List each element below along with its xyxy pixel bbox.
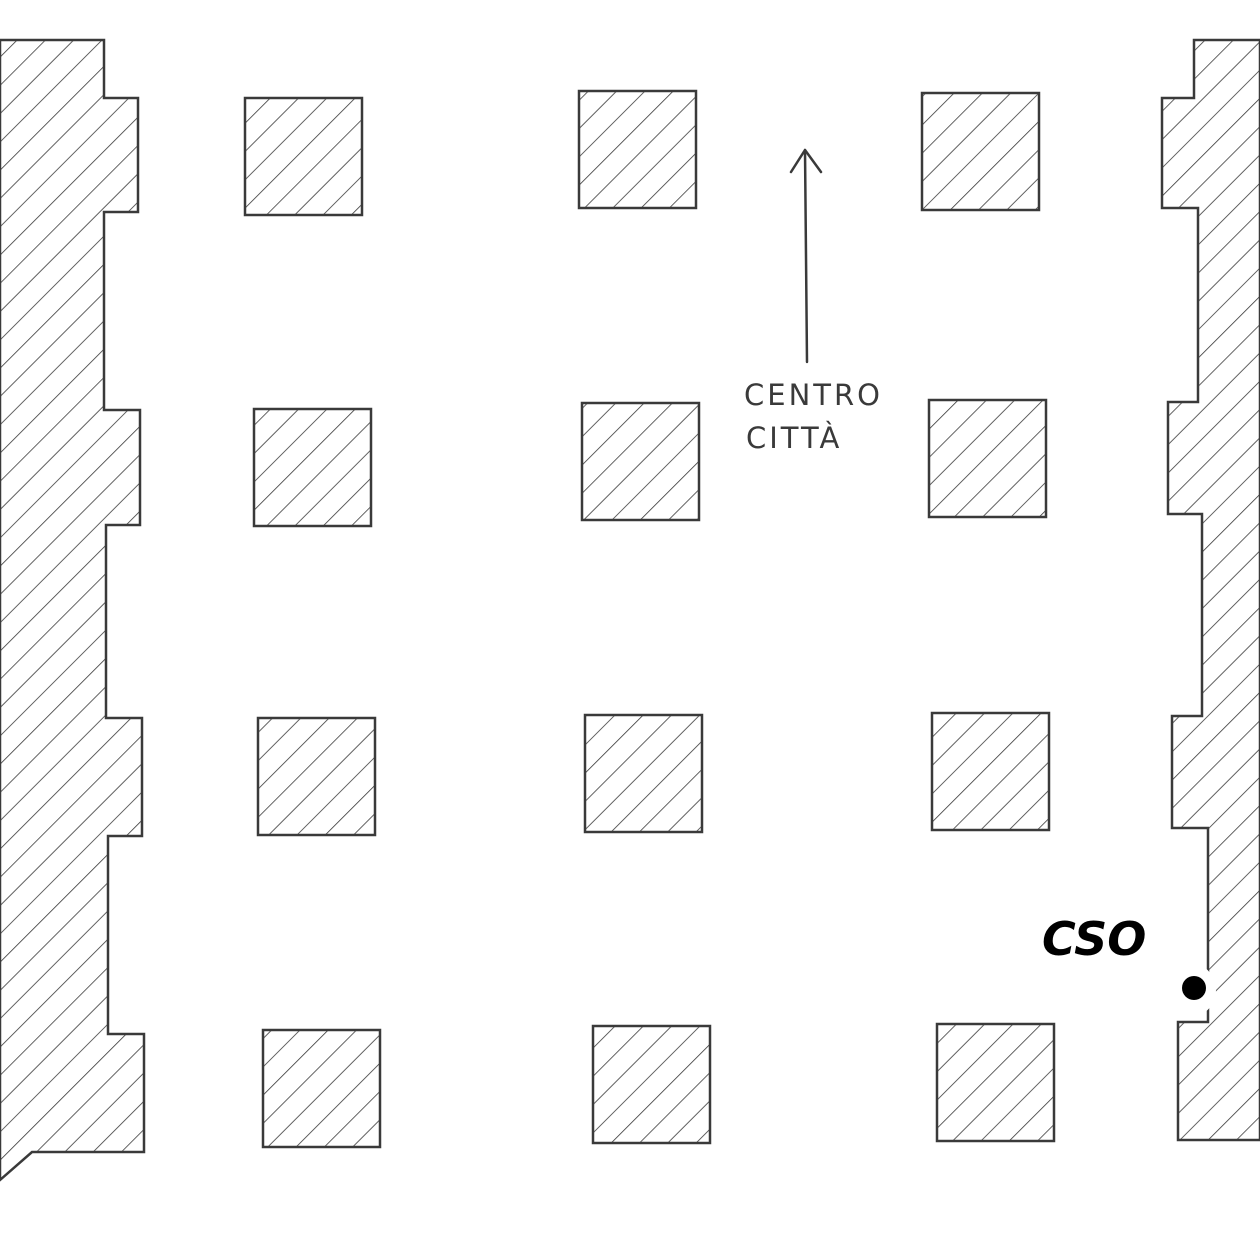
city-block <box>583 713 704 834</box>
cso-marker-dot <box>1182 976 1206 1000</box>
cso-marker-label: CSO <box>1042 912 1146 966</box>
city-block <box>256 716 377 837</box>
city-block <box>577 89 698 210</box>
city-block <box>591 1024 712 1145</box>
left-building-strip <box>0 38 146 1182</box>
city-block <box>930 711 1051 832</box>
city-block <box>580 401 701 522</box>
city-block <box>252 407 373 528</box>
city-block <box>927 398 1048 519</box>
arrow-up-icon <box>789 148 823 364</box>
city-block <box>920 91 1041 212</box>
direction-label-line1: CENTRO <box>744 378 883 412</box>
city-block <box>243 96 364 217</box>
city-block <box>935 1022 1056 1143</box>
right-building-strip <box>1160 38 1260 1142</box>
city-block <box>261 1028 382 1149</box>
direction-label-line2: CITTÀ <box>746 421 842 455</box>
city-blocks <box>243 89 1056 1149</box>
